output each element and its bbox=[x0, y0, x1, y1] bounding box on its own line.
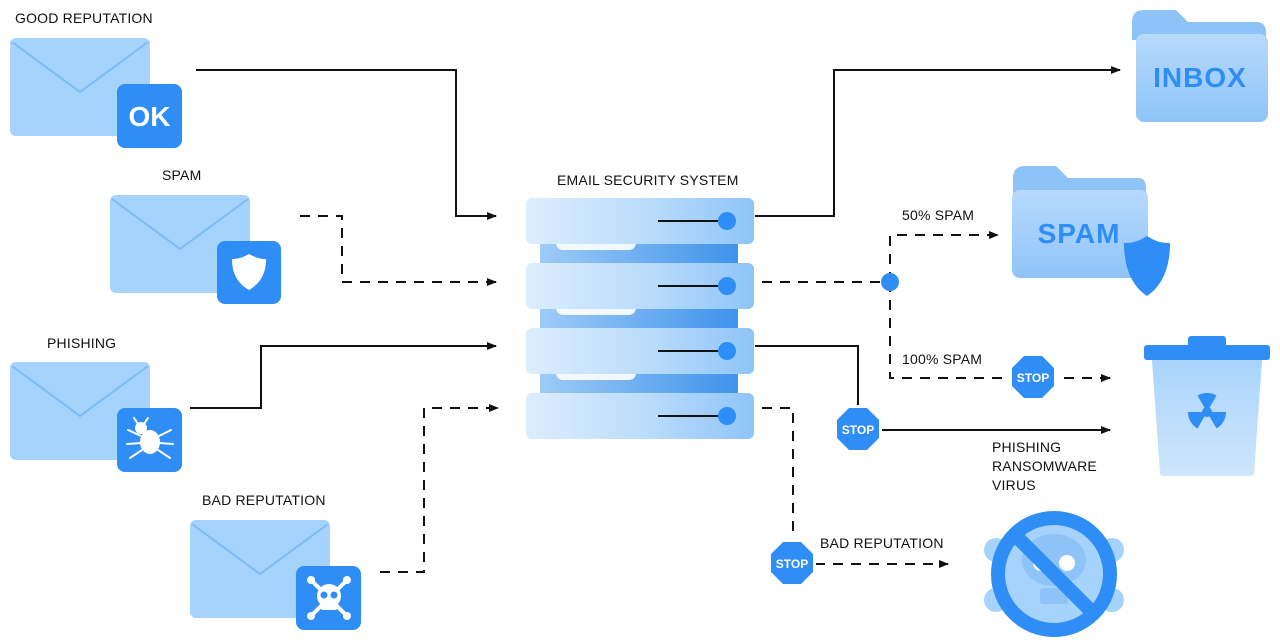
route-50-spam bbox=[889, 231, 999, 282]
shield-icon bbox=[1124, 236, 1170, 296]
route-spam-in bbox=[300, 215, 497, 286]
server-unit-4 bbox=[526, 393, 754, 439]
inbox-folder: INBOX bbox=[1132, 10, 1268, 122]
source-label-bad-reputation: BAD REPUTATION bbox=[202, 492, 326, 508]
skull-forbidden-icon bbox=[984, 511, 1124, 637]
email-security-server bbox=[526, 198, 754, 445]
server-unit-1 bbox=[526, 198, 754, 244]
route-phishing-in bbox=[190, 342, 497, 409]
stop-sign-bad-reputation: STOP bbox=[768, 539, 816, 587]
threat-label-phishing: PHISHING bbox=[992, 439, 1062, 455]
route-bad-reputation-out bbox=[762, 407, 794, 542]
bug-icon bbox=[126, 417, 174, 459]
route-label-50-spam: 50% SPAM bbox=[902, 207, 975, 223]
route-100-spam bbox=[889, 282, 1111, 382]
spam-folder: SPAM bbox=[1012, 166, 1170, 296]
server-title: EMAIL SECURITY SYSTEM bbox=[557, 172, 739, 188]
source-label-spam: SPAM bbox=[162, 167, 202, 183]
route-label-100-spam: 100% SPAM bbox=[902, 351, 983, 367]
spam-folder-label: SPAM bbox=[1038, 218, 1121, 249]
threat-label-virus: VIRUS bbox=[992, 477, 1036, 493]
envelope-phishing bbox=[10, 362, 182, 472]
route-bad-reputation-in bbox=[380, 404, 499, 573]
radioactive-trash-bin-icon bbox=[1144, 336, 1270, 476]
stop-sign-100-spam: STOP bbox=[1009, 353, 1057, 401]
route-to-inbox bbox=[755, 66, 1121, 217]
route-good-reputation-in bbox=[196, 69, 497, 220]
ok-badge-icon bbox=[117, 84, 182, 148]
folder-icon bbox=[1132, 10, 1266, 40]
source-label-phishing: PHISHING bbox=[47, 335, 117, 351]
radioactive-symbol-icon bbox=[1188, 392, 1226, 429]
skull-crossbones-icon bbox=[307, 576, 351, 620]
ok-badge-text: OK bbox=[129, 101, 171, 132]
source-label-good-reputation: GOOD REPUTATION bbox=[15, 10, 153, 26]
inbox-folder-label: INBOX bbox=[1153, 62, 1247, 93]
stop-sign-text: STOP bbox=[842, 423, 874, 437]
stop-sign-text: STOP bbox=[776, 557, 808, 571]
envelope-good-reputation: OK bbox=[10, 38, 182, 148]
server-unit-2 bbox=[526, 263, 754, 309]
folder-icon bbox=[1013, 166, 1146, 196]
stop-sign-phishing: STOP bbox=[834, 405, 882, 453]
route-phishing-out bbox=[755, 345, 859, 408]
shield-icon bbox=[232, 254, 266, 290]
threat-label-ransomware: RANSOMWARE bbox=[992, 458, 1097, 474]
stop-sign-text: STOP bbox=[1017, 371, 1049, 385]
spam-split-node bbox=[881, 273, 899, 291]
route-label-bad-reputation: BAD REPUTATION bbox=[820, 535, 944, 551]
envelope-spam bbox=[110, 195, 281, 304]
envelope-bad-reputation bbox=[190, 520, 361, 630]
server-unit-3 bbox=[526, 328, 754, 374]
